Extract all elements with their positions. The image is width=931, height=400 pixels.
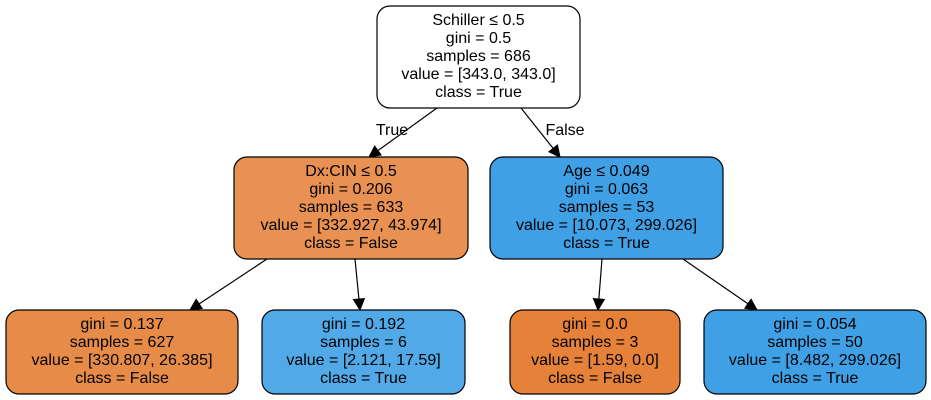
- node-text-line: class = True: [772, 370, 859, 387]
- edge-line: [354, 258, 360, 300]
- node-text-line: samples = 627: [70, 334, 175, 351]
- node-text-line: value = [1.59, 0.0]: [531, 352, 659, 369]
- node-text-line: Age ≤ 0.049: [563, 163, 649, 180]
- edge-line: [198, 258, 268, 305]
- node-text-line: Schiller ≤ 0.5: [432, 12, 524, 29]
- node-text-line: value = [10.073, 299.026]: [516, 217, 697, 234]
- edge-root-left: True: [368, 107, 438, 158]
- edge-line: [520, 107, 554, 149]
- arrowhead-icon: [189, 298, 204, 311]
- node-text-line: class = False: [304, 235, 398, 252]
- edge-line: [377, 107, 438, 152]
- edge-label-false: False: [545, 122, 584, 139]
- edge-left-lr: [352, 258, 366, 312]
- arrowhead-icon: [368, 145, 383, 158]
- edge-line: [598, 258, 603, 300]
- arrowhead-icon: [743, 298, 758, 311]
- node-text-line: class = True: [435, 84, 522, 101]
- node-text-line: gini = 0.054: [773, 316, 856, 333]
- node-box: [509, 309, 681, 395]
- node-text-line: gini = 0.206: [309, 181, 392, 198]
- node-text-line: gini = 0.5: [446, 30, 511, 47]
- edge-left-ll: [189, 258, 268, 311]
- node-text-line: gini = 0.192: [322, 316, 405, 333]
- node-text-line: samples = 50: [767, 334, 863, 351]
- node-text-line: class = True: [320, 370, 407, 387]
- node-text-line: gini = 0.063: [565, 181, 648, 198]
- edge-right-rl: [592, 258, 606, 312]
- edge-root-right: False: [520, 107, 585, 158]
- node-text-line: samples = 3: [552, 334, 639, 351]
- node-text-line: value = [332.927, 43.974]: [260, 217, 441, 234]
- edges-layer: True False: [189, 107, 758, 312]
- node-text-line: samples = 53: [559, 199, 655, 216]
- node-text-line: class = False: [548, 370, 642, 387]
- node-text-line: class = False: [75, 370, 169, 387]
- node-box: [5, 309, 239, 395]
- node-text-line: class = True: [563, 235, 650, 252]
- edge-label-true: True: [376, 122, 408, 139]
- arrowhead-icon: [592, 298, 606, 312]
- node-box: [261, 309, 466, 395]
- arrowhead-icon: [352, 297, 366, 312]
- edge-right-rr: [682, 258, 758, 311]
- node-text-line: value = [8.482, 299.026]: [729, 352, 901, 369]
- node-text-line: gini = 0.137: [80, 316, 163, 333]
- node-box: [489, 156, 724, 260]
- node-box: [233, 156, 469, 260]
- node-box: [703, 309, 927, 395]
- node-text-line: samples = 633: [299, 199, 404, 216]
- arrowhead-icon: [547, 144, 561, 158]
- node-text-line: value = [343.0, 343.0]: [401, 66, 555, 83]
- edge-line: [682, 258, 749, 305]
- node-text-line: value = [2.121, 17.59]: [286, 352, 440, 369]
- node-text-line: Dx:CIN ≤ 0.5: [305, 163, 397, 180]
- node-text-line: value = [330.807, 26.385]: [31, 352, 212, 369]
- node-text-line: samples = 686: [426, 48, 531, 65]
- node-text-line: samples = 6: [320, 334, 407, 351]
- node-box: [376, 5, 581, 109]
- node-text-line: gini = 0.0: [562, 316, 627, 333]
